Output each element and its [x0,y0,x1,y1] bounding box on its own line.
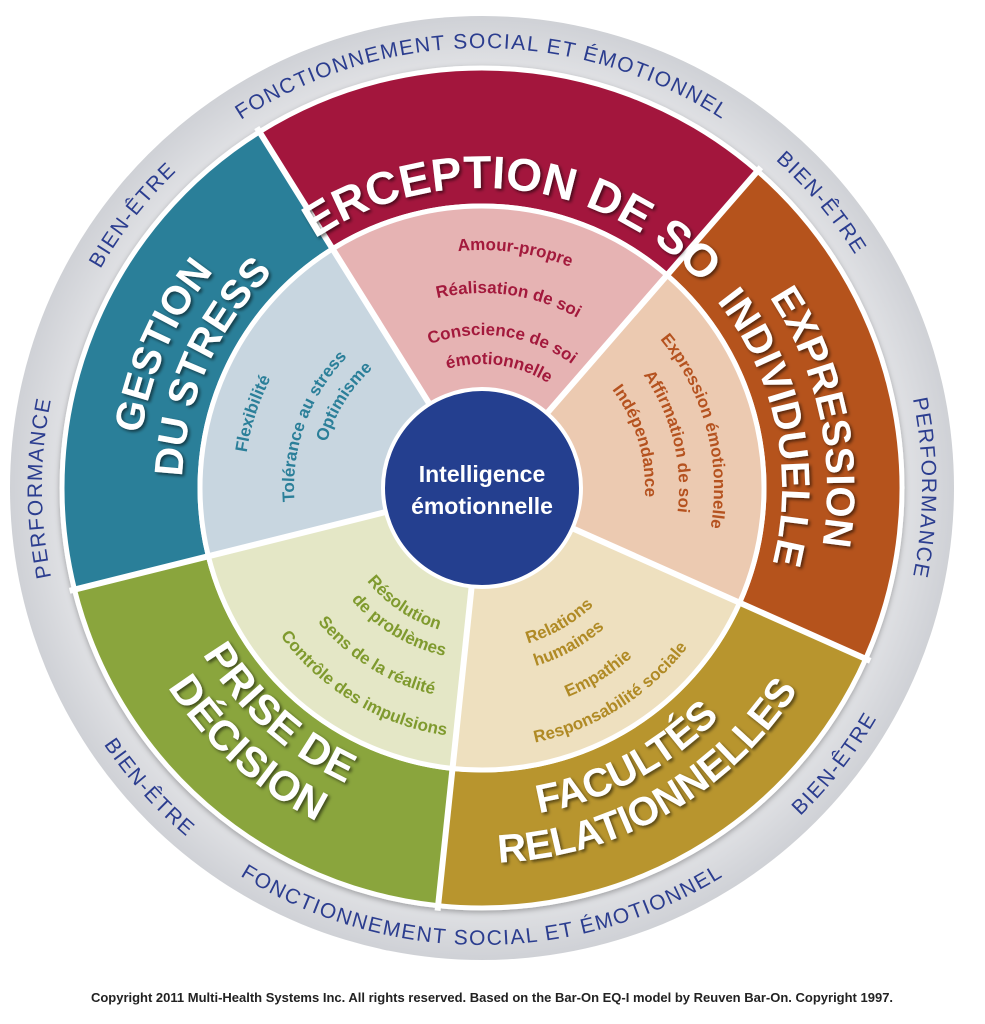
zone-dividers [68,125,872,911]
center-label-line1: Intelligence [419,461,546,487]
zone-expression [477,271,767,607]
inner-zones [68,125,872,911]
center-label-line2: émotionnelle [411,493,553,519]
center-circle: Intelligence émotionnelle [381,387,583,589]
zone-perception [329,203,671,493]
center-disc [381,387,583,589]
copyright-notice: Copyright 2011 Multi-Health Systems Inc.… [91,990,893,1005]
